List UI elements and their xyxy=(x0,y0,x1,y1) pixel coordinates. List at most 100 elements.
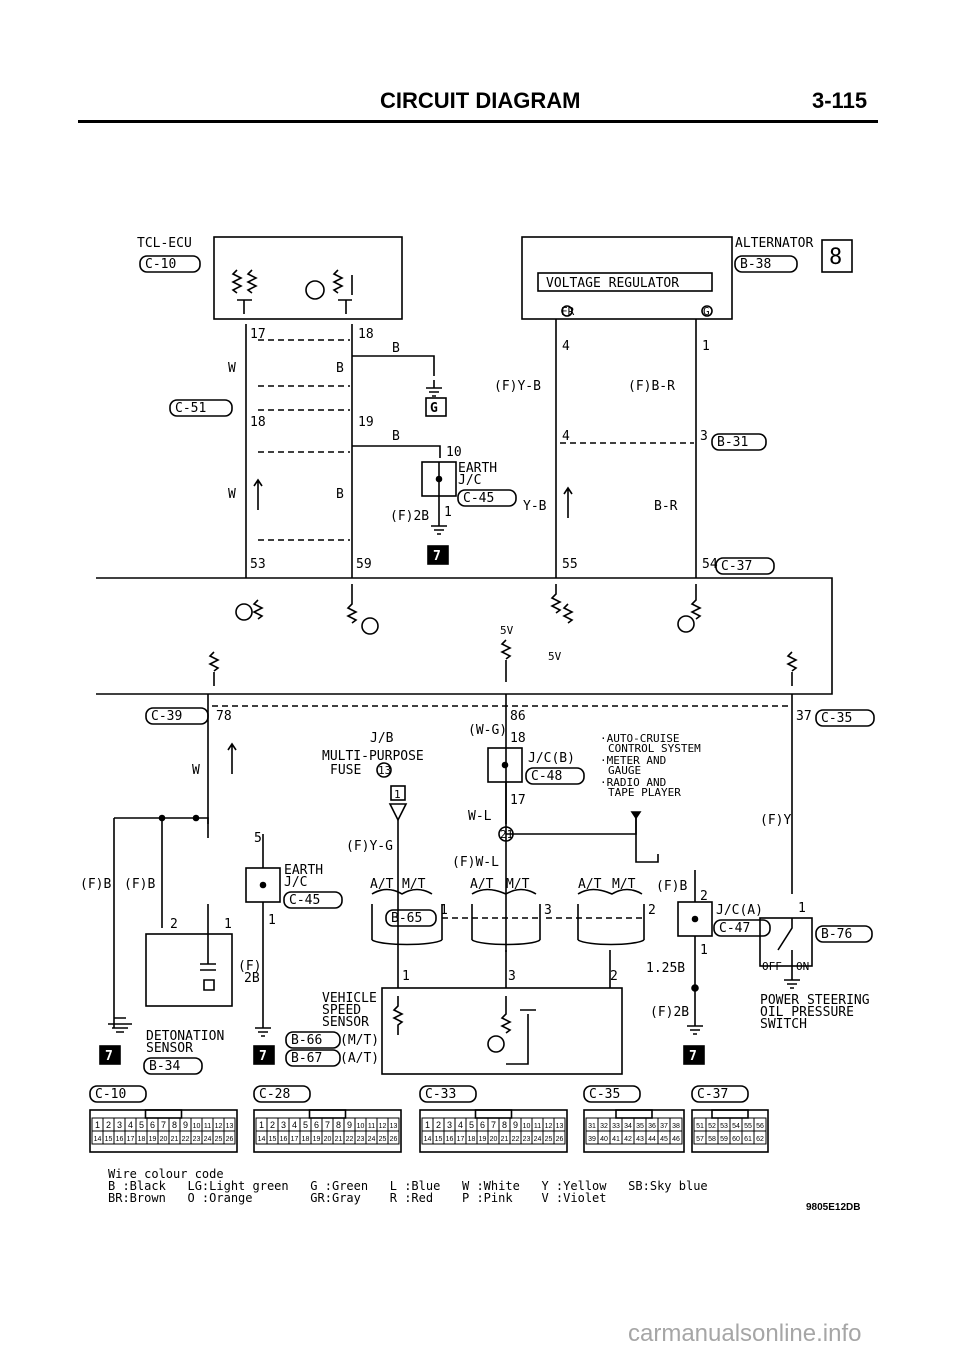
ground-icon xyxy=(687,1025,703,1035)
junction-dot xyxy=(435,475,443,483)
connector-pin-number: 51 xyxy=(696,1123,704,1130)
connector-pin-number: 2 xyxy=(106,1120,111,1130)
wire-color-label: B xyxy=(392,341,400,356)
connector-pin-number: 20 xyxy=(160,1136,168,1143)
connector-pin-number: 14 xyxy=(94,1136,102,1143)
connector-pin-number: 57 xyxy=(696,1136,704,1143)
pin-label: 1 xyxy=(798,901,806,916)
connector-tag xyxy=(713,919,771,937)
connector-key xyxy=(615,1109,653,1119)
system-label: TAPE PLAYER xyxy=(608,786,681,799)
connector-pin-number: 12 xyxy=(545,1123,553,1130)
ground-badge: 7 xyxy=(259,1049,267,1064)
connector-pin-number: 9 xyxy=(513,1120,518,1130)
connector-tag xyxy=(815,925,873,943)
pin-label: 1 xyxy=(268,913,276,928)
ground-icon xyxy=(784,979,800,989)
connector-pin-number: 33 xyxy=(612,1123,620,1130)
pin-label: 2 xyxy=(648,903,656,918)
system-label: GAUGE xyxy=(608,764,641,777)
wire xyxy=(635,812,659,863)
connector-pin-number: 53 xyxy=(720,1123,728,1130)
wire xyxy=(371,904,645,940)
resistor-icon xyxy=(246,269,258,294)
vss-label: VEHICLE xyxy=(322,991,377,1006)
connector-tag xyxy=(691,1085,749,1103)
connector-label: C-45 xyxy=(289,893,320,908)
tcl-ecu-conn-box xyxy=(139,255,201,273)
connector-label: C-35 xyxy=(589,1087,620,1102)
connector-pin-number: 26 xyxy=(226,1136,234,1143)
connector-pin-cell xyxy=(753,1130,767,1145)
arrow-icon xyxy=(563,486,573,518)
wire-label: (F)2B xyxy=(390,509,429,524)
earth-label: EARTH xyxy=(284,863,323,878)
page-number: 3-115 xyxy=(812,88,868,113)
jcb-box xyxy=(487,747,523,783)
arrow-icon xyxy=(253,478,263,510)
pin-label: 53 xyxy=(250,557,266,572)
connector-pin-number: 54 xyxy=(732,1123,740,1130)
connector-pin-number: 13 xyxy=(390,1123,398,1130)
connector-pin-number: 1 xyxy=(95,1120,100,1130)
wire-color-label: B xyxy=(336,487,344,502)
connector-label: B-66 xyxy=(291,1033,322,1048)
resistor-icon xyxy=(500,639,512,682)
connector-tag xyxy=(89,1085,147,1103)
wire xyxy=(113,817,209,1028)
connector-tag xyxy=(385,909,437,927)
connector-pin-number: 24 xyxy=(534,1136,542,1143)
ground-badge: 7 xyxy=(689,1049,697,1064)
terminal-fr: FR xyxy=(561,305,575,318)
alternator-connector: B-38 xyxy=(740,257,771,272)
wire-label: (F)2B xyxy=(650,1005,689,1020)
connector-key xyxy=(474,1109,513,1119)
terminal-icon xyxy=(701,305,713,317)
wire-color-label: W xyxy=(228,361,236,376)
connector-pin-number: 42 xyxy=(624,1136,632,1143)
wire xyxy=(352,355,435,376)
connector-pin-number: 55 xyxy=(744,1123,752,1130)
alternator-box xyxy=(521,236,733,320)
connector-pin-number: 19 xyxy=(479,1136,487,1143)
connector-tag xyxy=(711,433,767,451)
connector-pin-number: 11 xyxy=(204,1123,211,1130)
pin-label: 18 xyxy=(250,415,266,430)
connector-pin-number: 2 xyxy=(436,1120,441,1130)
connector-tag xyxy=(734,255,798,273)
connector-pin-number: 7 xyxy=(325,1120,330,1130)
voltage-label: 5V xyxy=(500,624,514,637)
connector-pin-number: 20 xyxy=(324,1136,332,1143)
pin-label: 1 xyxy=(700,943,708,958)
connector-pin-number: 14 xyxy=(258,1136,266,1143)
connector-label: C-37 xyxy=(721,559,752,574)
resistor-icon xyxy=(346,584,358,624)
capacitor-icon xyxy=(200,904,216,991)
connector-label: C-47 xyxy=(719,921,750,936)
legend-row: BR:Brown O :Orange GR:Gray R :Red P :Pin… xyxy=(108,1191,607,1205)
connector-label: C-51 xyxy=(175,401,206,416)
jb-label: J/B xyxy=(370,731,394,746)
wire-color-label: W xyxy=(228,487,236,502)
connector-tag xyxy=(285,1049,341,1067)
connector-pin-number: 62 xyxy=(756,1136,764,1143)
pin-label: 1 xyxy=(444,505,452,520)
connector-pin-number: 17 xyxy=(457,1136,465,1143)
tcl-ecu-label: TCL-ECU xyxy=(137,236,192,251)
pin-label: 2 xyxy=(700,889,708,904)
badge-box xyxy=(99,1045,121,1065)
connector-pin-number: 22 xyxy=(512,1136,520,1143)
connector-tag xyxy=(143,1057,203,1075)
connector-pin-number: 21 xyxy=(335,1136,343,1143)
system-label: ·RADIO AND xyxy=(600,776,666,789)
connector-pin-number: 25 xyxy=(379,1136,387,1143)
connector-pin-number: 3 xyxy=(447,1120,452,1130)
connector-label: C-35 xyxy=(821,711,852,726)
connector-pin-number: 8 xyxy=(172,1120,177,1130)
fuse-icon xyxy=(388,803,408,822)
connector-tag xyxy=(283,891,343,909)
connector-pin-number: 24 xyxy=(204,1136,212,1143)
wire-label: (F)Y-G xyxy=(346,839,393,854)
pin-label: 37 xyxy=(796,709,812,724)
connector-tag xyxy=(815,709,875,727)
